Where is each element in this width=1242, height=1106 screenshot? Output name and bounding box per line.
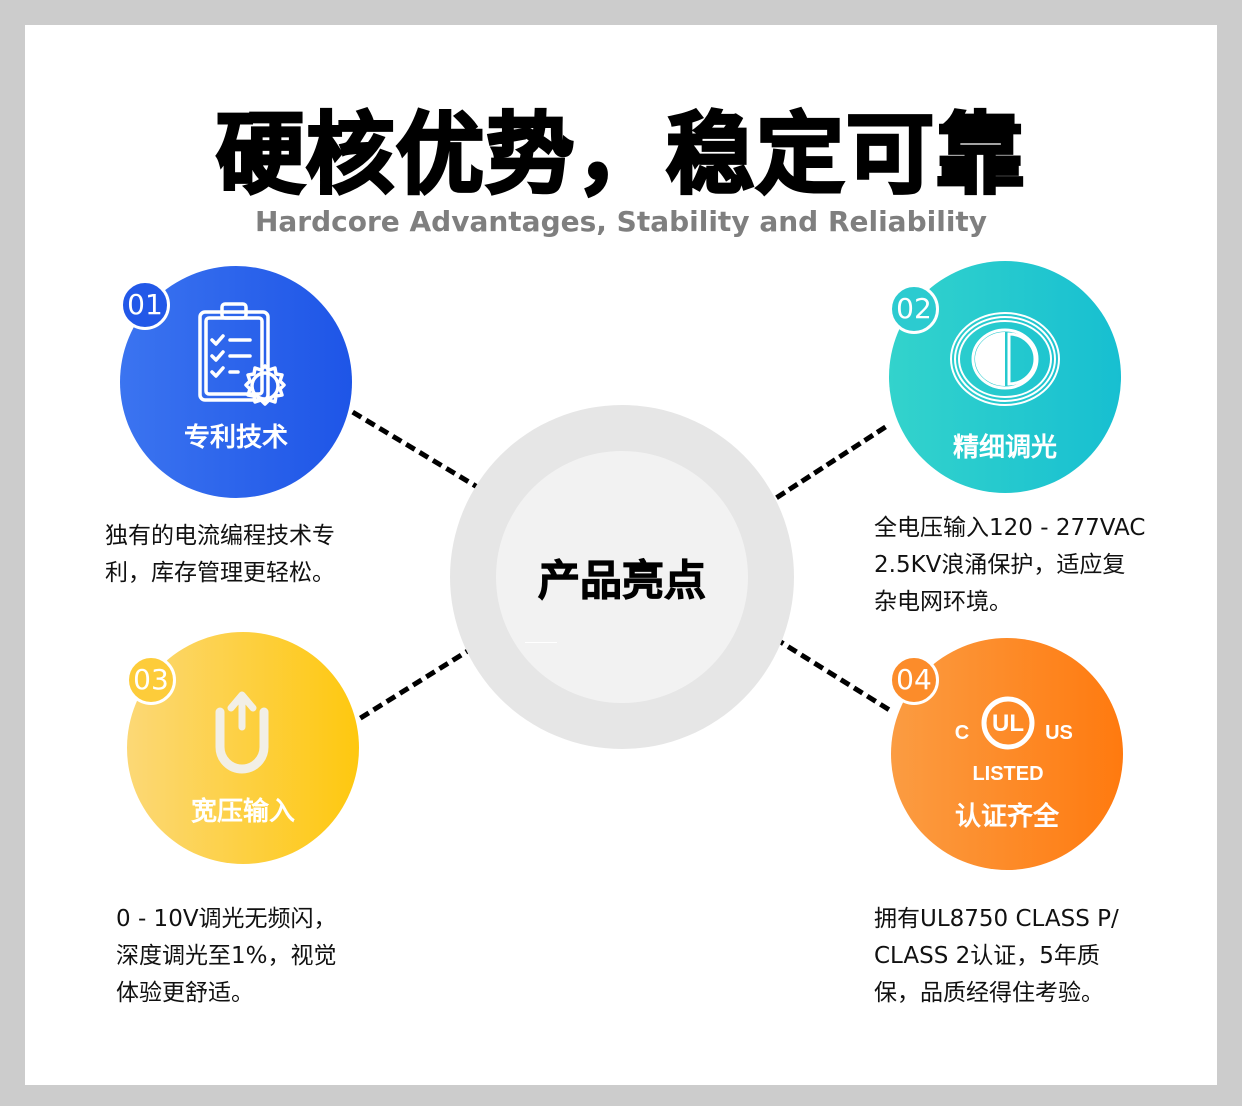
center-ring-inner xyxy=(496,451,748,703)
feature-wide-voltage: 宽压输入 xyxy=(127,632,359,864)
number-badge-01: 01 xyxy=(120,280,170,330)
center-label: 产品亮点 xyxy=(537,556,706,606)
ul-logo-bottom: LISTED xyxy=(972,763,1043,785)
feature-title: 精细调光 xyxy=(952,433,1057,463)
ul-logo-right: US xyxy=(1045,722,1073,744)
feature-description-04: 拥有UL8750 CLASS P/ CLASS 2认证，5年质 保，品质经得住考… xyxy=(874,906,1119,1006)
number-badge-04: 04 xyxy=(889,655,939,705)
feature-title: 认证齐全 xyxy=(954,802,1059,832)
feature-description-01: 独有的电流编程技术专 利，库存管理更轻松。 xyxy=(105,523,335,586)
feature-description-02: 全电压输入120 - 277VAC 2.5KV浪涌保护，适应复 杂电网环境。 xyxy=(874,515,1146,615)
feature-title: 专利技术 xyxy=(183,423,288,453)
number-badge-03: 03 xyxy=(126,655,176,705)
feature-description-03: 0 - 10V调光无频闪， 深度调光至1%，视觉 体验更舒适。 xyxy=(116,906,337,1006)
dimming-half-circle-icon xyxy=(950,312,1060,406)
ul-listed-icon: UL C US LISTED xyxy=(955,696,1073,785)
ul-logo-center: UL xyxy=(992,710,1024,737)
page-subtitle: Hardcore Advantages, Stability and Relia… xyxy=(254,205,988,238)
u-arrow-up-icon xyxy=(215,691,269,774)
feature-title: 宽压输入 xyxy=(190,797,295,827)
center-decor-line xyxy=(525,642,557,643)
page-title: 硬核优势，稳定可靠 xyxy=(214,102,1026,208)
ul-logo-left: C xyxy=(955,722,969,744)
clipboard-checklist-gear-icon xyxy=(198,302,286,406)
number-badge-02: 02 xyxy=(889,284,939,334)
